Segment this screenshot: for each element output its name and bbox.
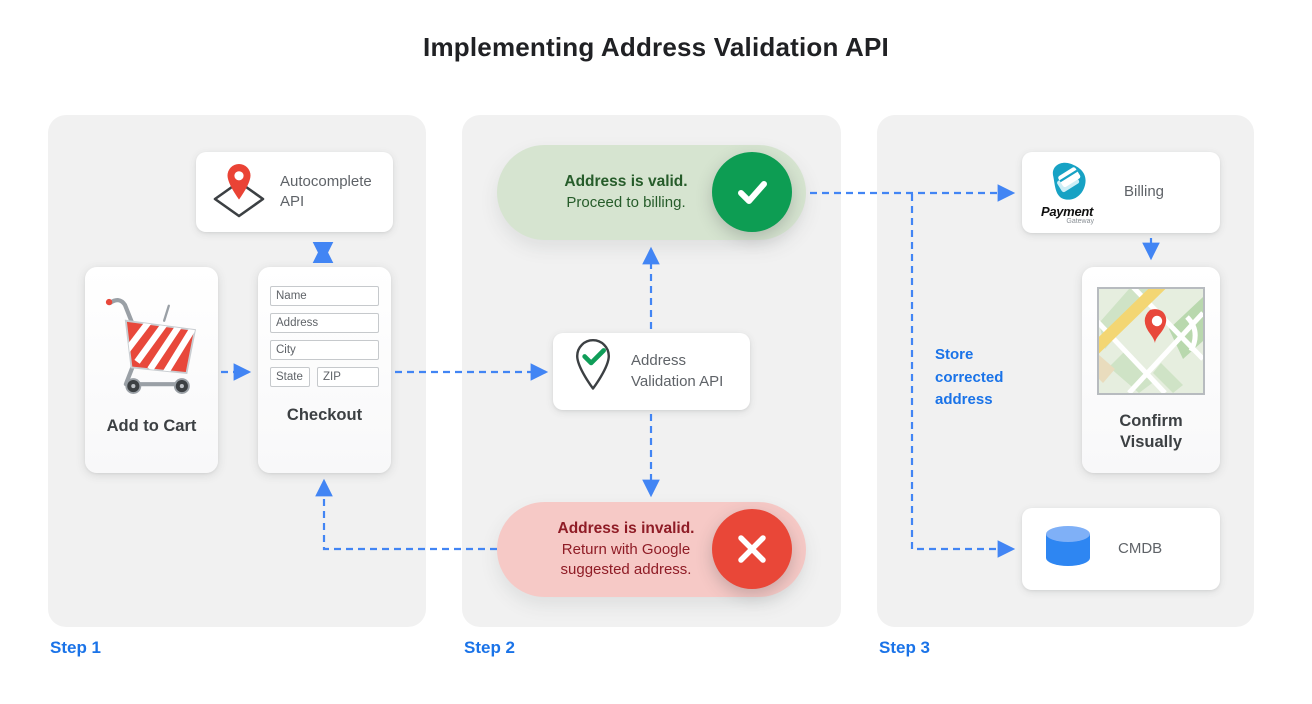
address-validation-api-card: Address Validation API <box>553 333 750 410</box>
database-icon <box>1044 524 1092 575</box>
payment-logo-subtitle: Gateway <box>1066 217 1094 225</box>
step3-label: Step 3 <box>879 638 931 657</box>
add-to-cart-label: Add to Cart <box>106 417 197 436</box>
add-to-cart-card: Add to Cart <box>85 267 218 473</box>
map-pin-diamond-icon <box>210 161 268 224</box>
invalid-pill-title: Address is invalid. <box>557 520 695 538</box>
name-field: Name <box>270 286 379 306</box>
confirm-visually-label: Confirm Visually <box>1119 412 1183 451</box>
checkout-card: Name Address City State ZIP Checkout <box>258 267 391 473</box>
address-validation-api-label: Address Validation API <box>631 352 724 390</box>
page-title: Implementing Address Validation API <box>423 32 889 62</box>
pin-check-icon <box>567 336 619 407</box>
payment-logo-title: Payment <box>1040 203 1094 219</box>
shopping-cart-icon <box>96 289 208 406</box>
autocomplete-api-label: Autocomplete API <box>280 172 372 210</box>
store-corrected-address-note: Store corrected address <box>935 346 1004 408</box>
payment-gateway-logo: Payment Gateway <box>1036 161 1098 225</box>
billing-label: Billing <box>1124 183 1165 201</box>
x-icon <box>712 509 792 589</box>
address-field: Address <box>270 313 379 333</box>
state-field: State <box>270 367 310 387</box>
valid-pill-title: Address is valid. <box>564 173 688 191</box>
autocomplete-api-card: Autocomplete API <box>196 152 393 232</box>
checkmark-icon <box>712 152 792 232</box>
valid-pill-subtitle: Proceed to billing. <box>566 193 686 211</box>
map-image <box>1088 276 1205 395</box>
checkout-label: Checkout <box>286 406 363 424</box>
checkout-form: Name Address City State ZIP <box>270 286 379 387</box>
confirm-visually-card: Confirm Visually <box>1082 267 1220 473</box>
cmdb-label: CMDB <box>1118 539 1163 557</box>
cmdb-card: CMDB <box>1022 508 1220 590</box>
step2-label: Step 2 <box>464 638 516 657</box>
invalid-pill-subtitle: Return with Google suggested address. <box>560 540 692 578</box>
step1-label: Step 1 <box>50 638 102 657</box>
billing-card: Payment Gateway Billing <box>1022 152 1220 233</box>
city-field: City <box>270 340 379 360</box>
zip-field: ZIP <box>317 367 379 387</box>
